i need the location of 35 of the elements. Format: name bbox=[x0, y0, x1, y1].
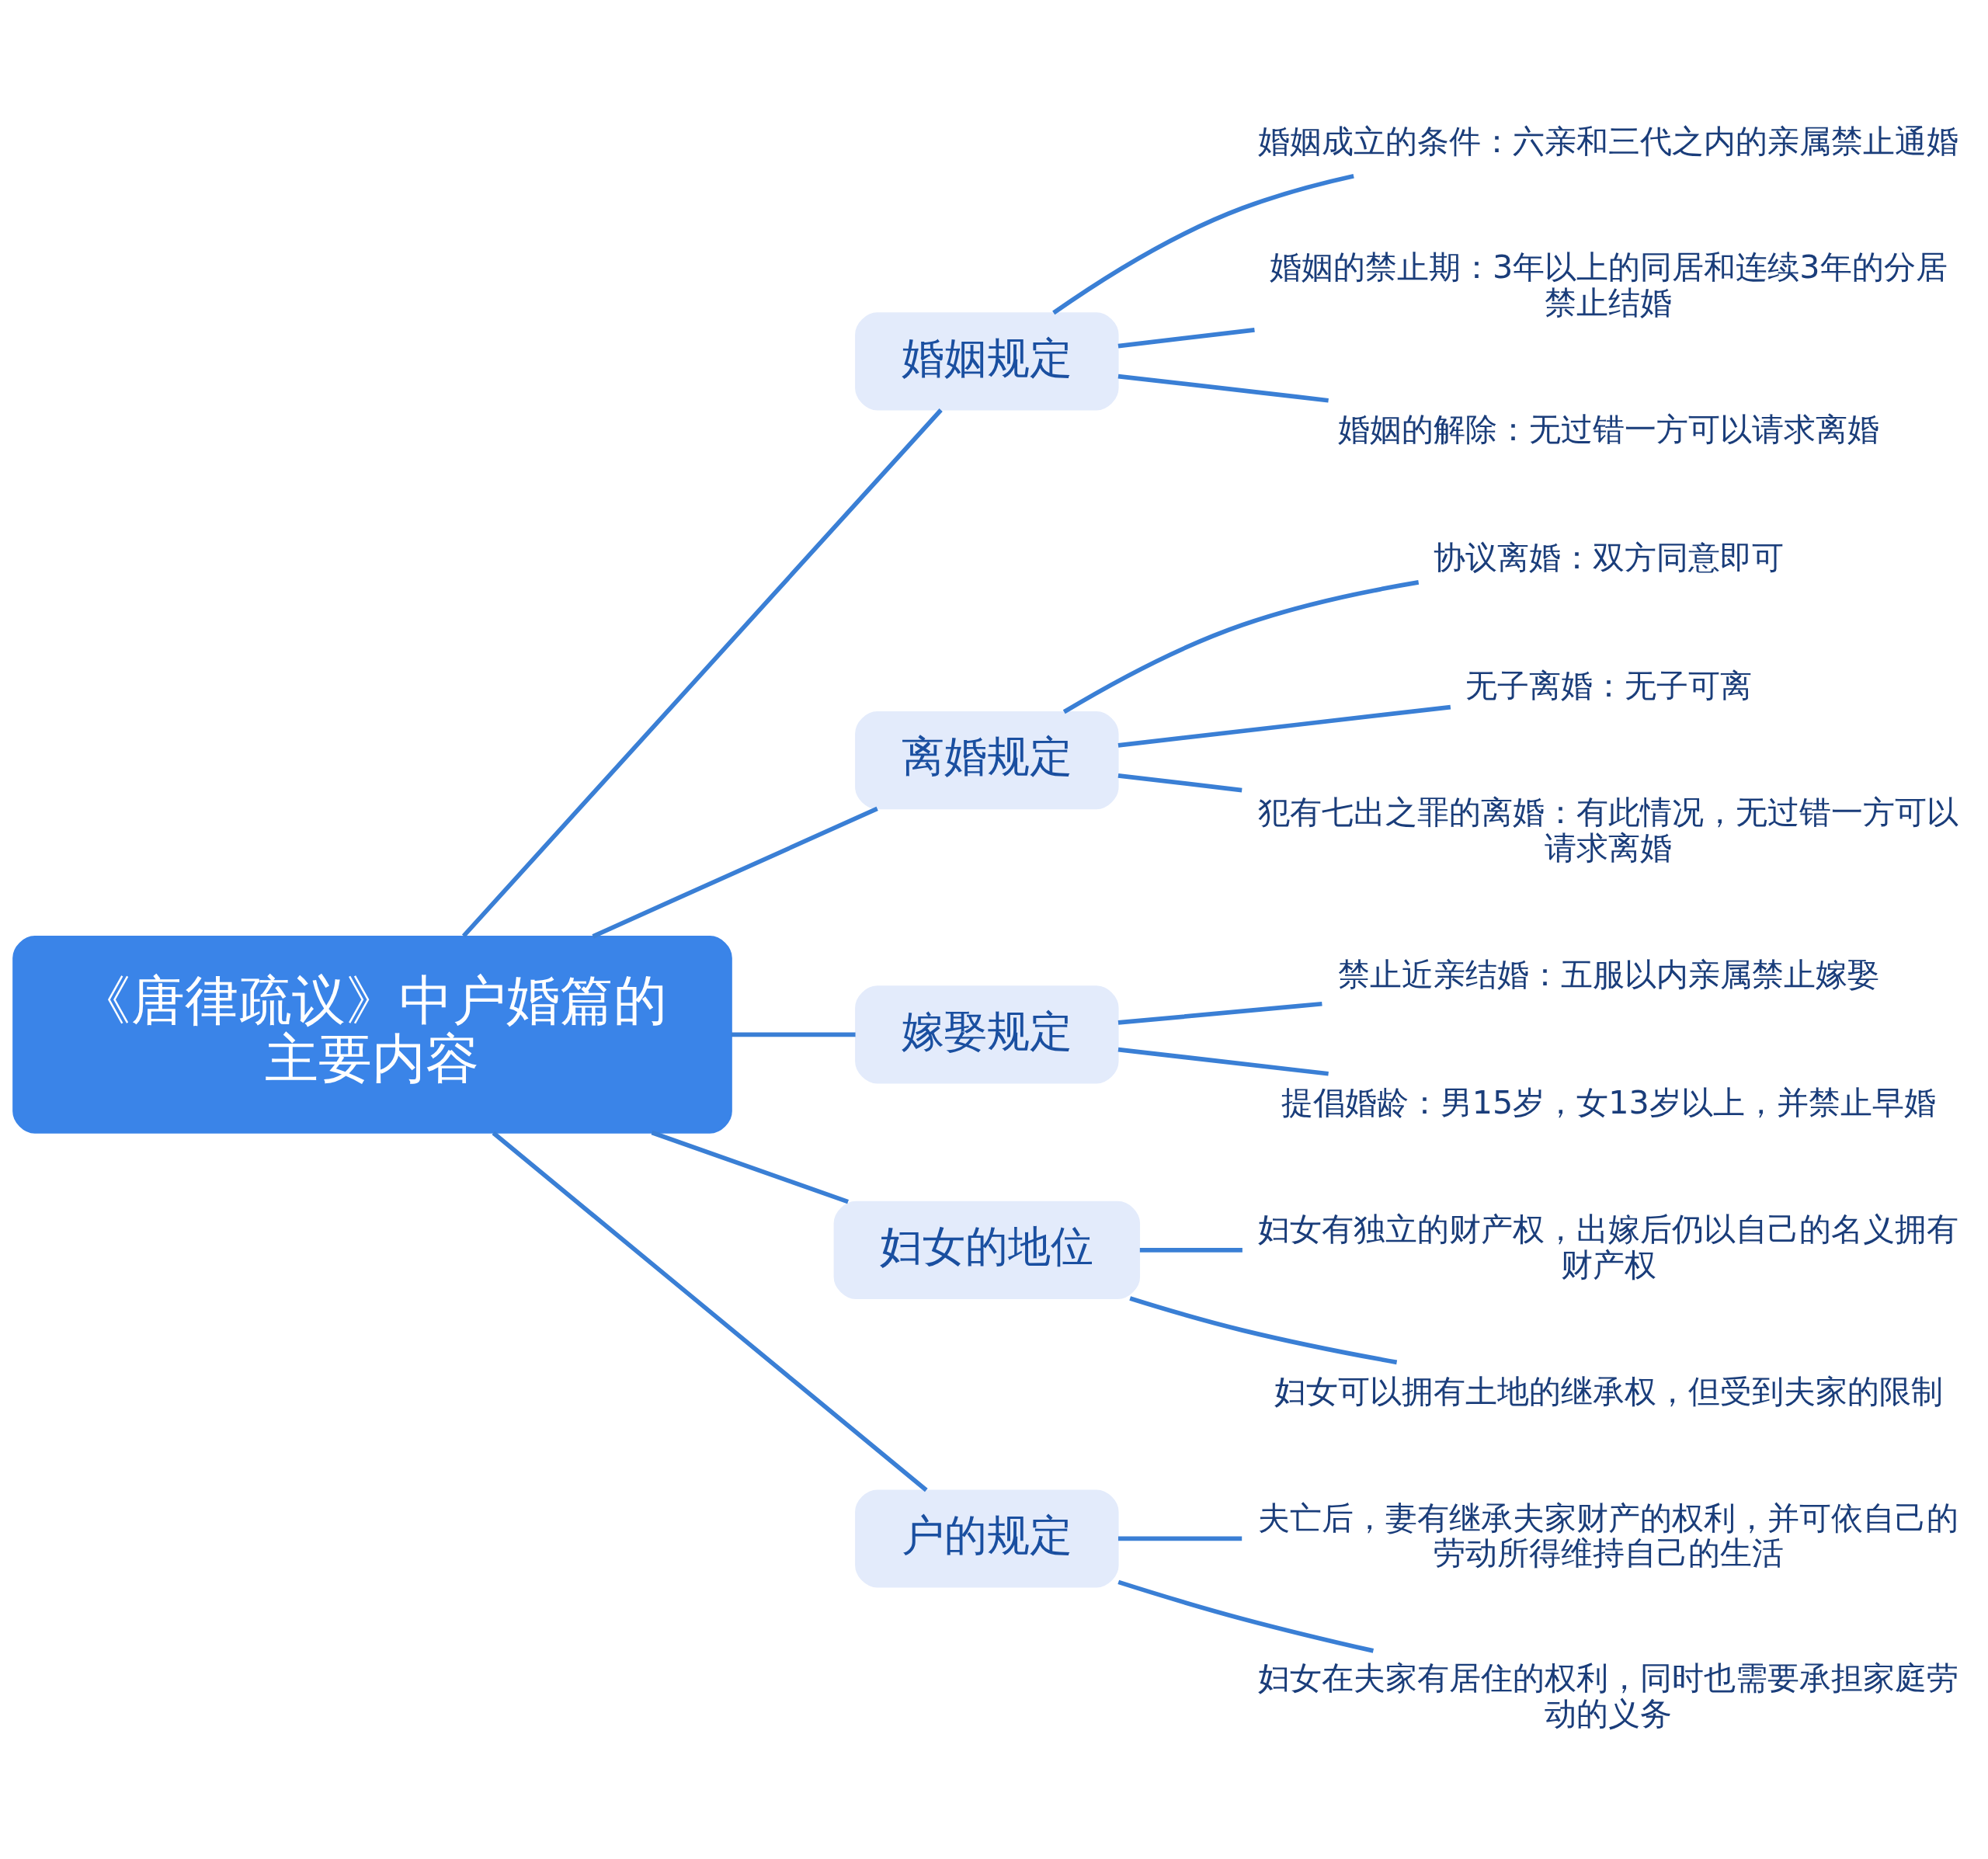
node-text: 婚姻成立的条件：六亲和三代之内的亲属禁止通婚 bbox=[1258, 122, 1959, 160]
node-box: 嫁娶规定 bbox=[855, 985, 1119, 1084]
node-text: 无子离婚：无子可离 bbox=[1465, 667, 1752, 705]
node-text: 夫亡后，妻有继承夫家财产的权利，并可依自己的劳动所得维持自己的生活 bbox=[1258, 1499, 1959, 1572]
connector bbox=[1139, 1248, 1242, 1253]
connector bbox=[731, 1032, 856, 1037]
node-text: 婚姻的禁止期：3年以上的同居和连续3年的分居禁止结婚 bbox=[1270, 248, 1948, 322]
node-box: 《唐律疏议》中户婚篇的主要内容 bbox=[12, 936, 732, 1134]
node-text: 犯有七出之罪的离婚：有此情况，无过错一方可以请求离婚 bbox=[1258, 794, 1959, 867]
connector bbox=[1117, 1579, 1375, 1653]
node-text: 禁止近亲结婚：五服以内亲属禁止嫁娶 bbox=[1337, 956, 1879, 994]
connector bbox=[1052, 173, 1354, 315]
connector bbox=[1117, 704, 1451, 748]
node-text: 妇女在夫家有居住的权利，同时也需要承担家庭劳动的义务 bbox=[1258, 1659, 1959, 1732]
connector bbox=[1062, 580, 1420, 714]
node-box: 妇女的地位 bbox=[833, 1201, 1141, 1299]
node-text: 协议离婚：双方同意即可 bbox=[1433, 539, 1784, 577]
node-text: 婚姻的解除：无过错一方可以请求离婚 bbox=[1337, 411, 1879, 449]
connector bbox=[1117, 1001, 1322, 1025]
connector bbox=[492, 1131, 928, 1492]
connector bbox=[1117, 328, 1255, 349]
node-box: 户的规定 bbox=[855, 1489, 1119, 1588]
connector bbox=[651, 1130, 849, 1204]
connector bbox=[1117, 1536, 1242, 1541]
connector bbox=[592, 806, 878, 939]
node-box: 离婚规定 bbox=[855, 711, 1119, 810]
node-text: 妇女有独立的财产权，出嫁后仍以自己的名义拥有财产权 bbox=[1258, 1211, 1959, 1284]
connector bbox=[1117, 773, 1242, 793]
connector bbox=[1117, 1047, 1329, 1076]
node-text: 提倡婚龄：男15岁，女13岁以上，并禁止早婚 bbox=[1281, 1084, 1936, 1122]
connector bbox=[1129, 1296, 1398, 1365]
connector bbox=[461, 408, 943, 938]
node-box: 婚姻规定 bbox=[855, 312, 1119, 411]
node-text: 妇女可以拥有土地的继承权，但受到夫家的限制 bbox=[1274, 1372, 1943, 1410]
connector bbox=[1117, 374, 1329, 403]
